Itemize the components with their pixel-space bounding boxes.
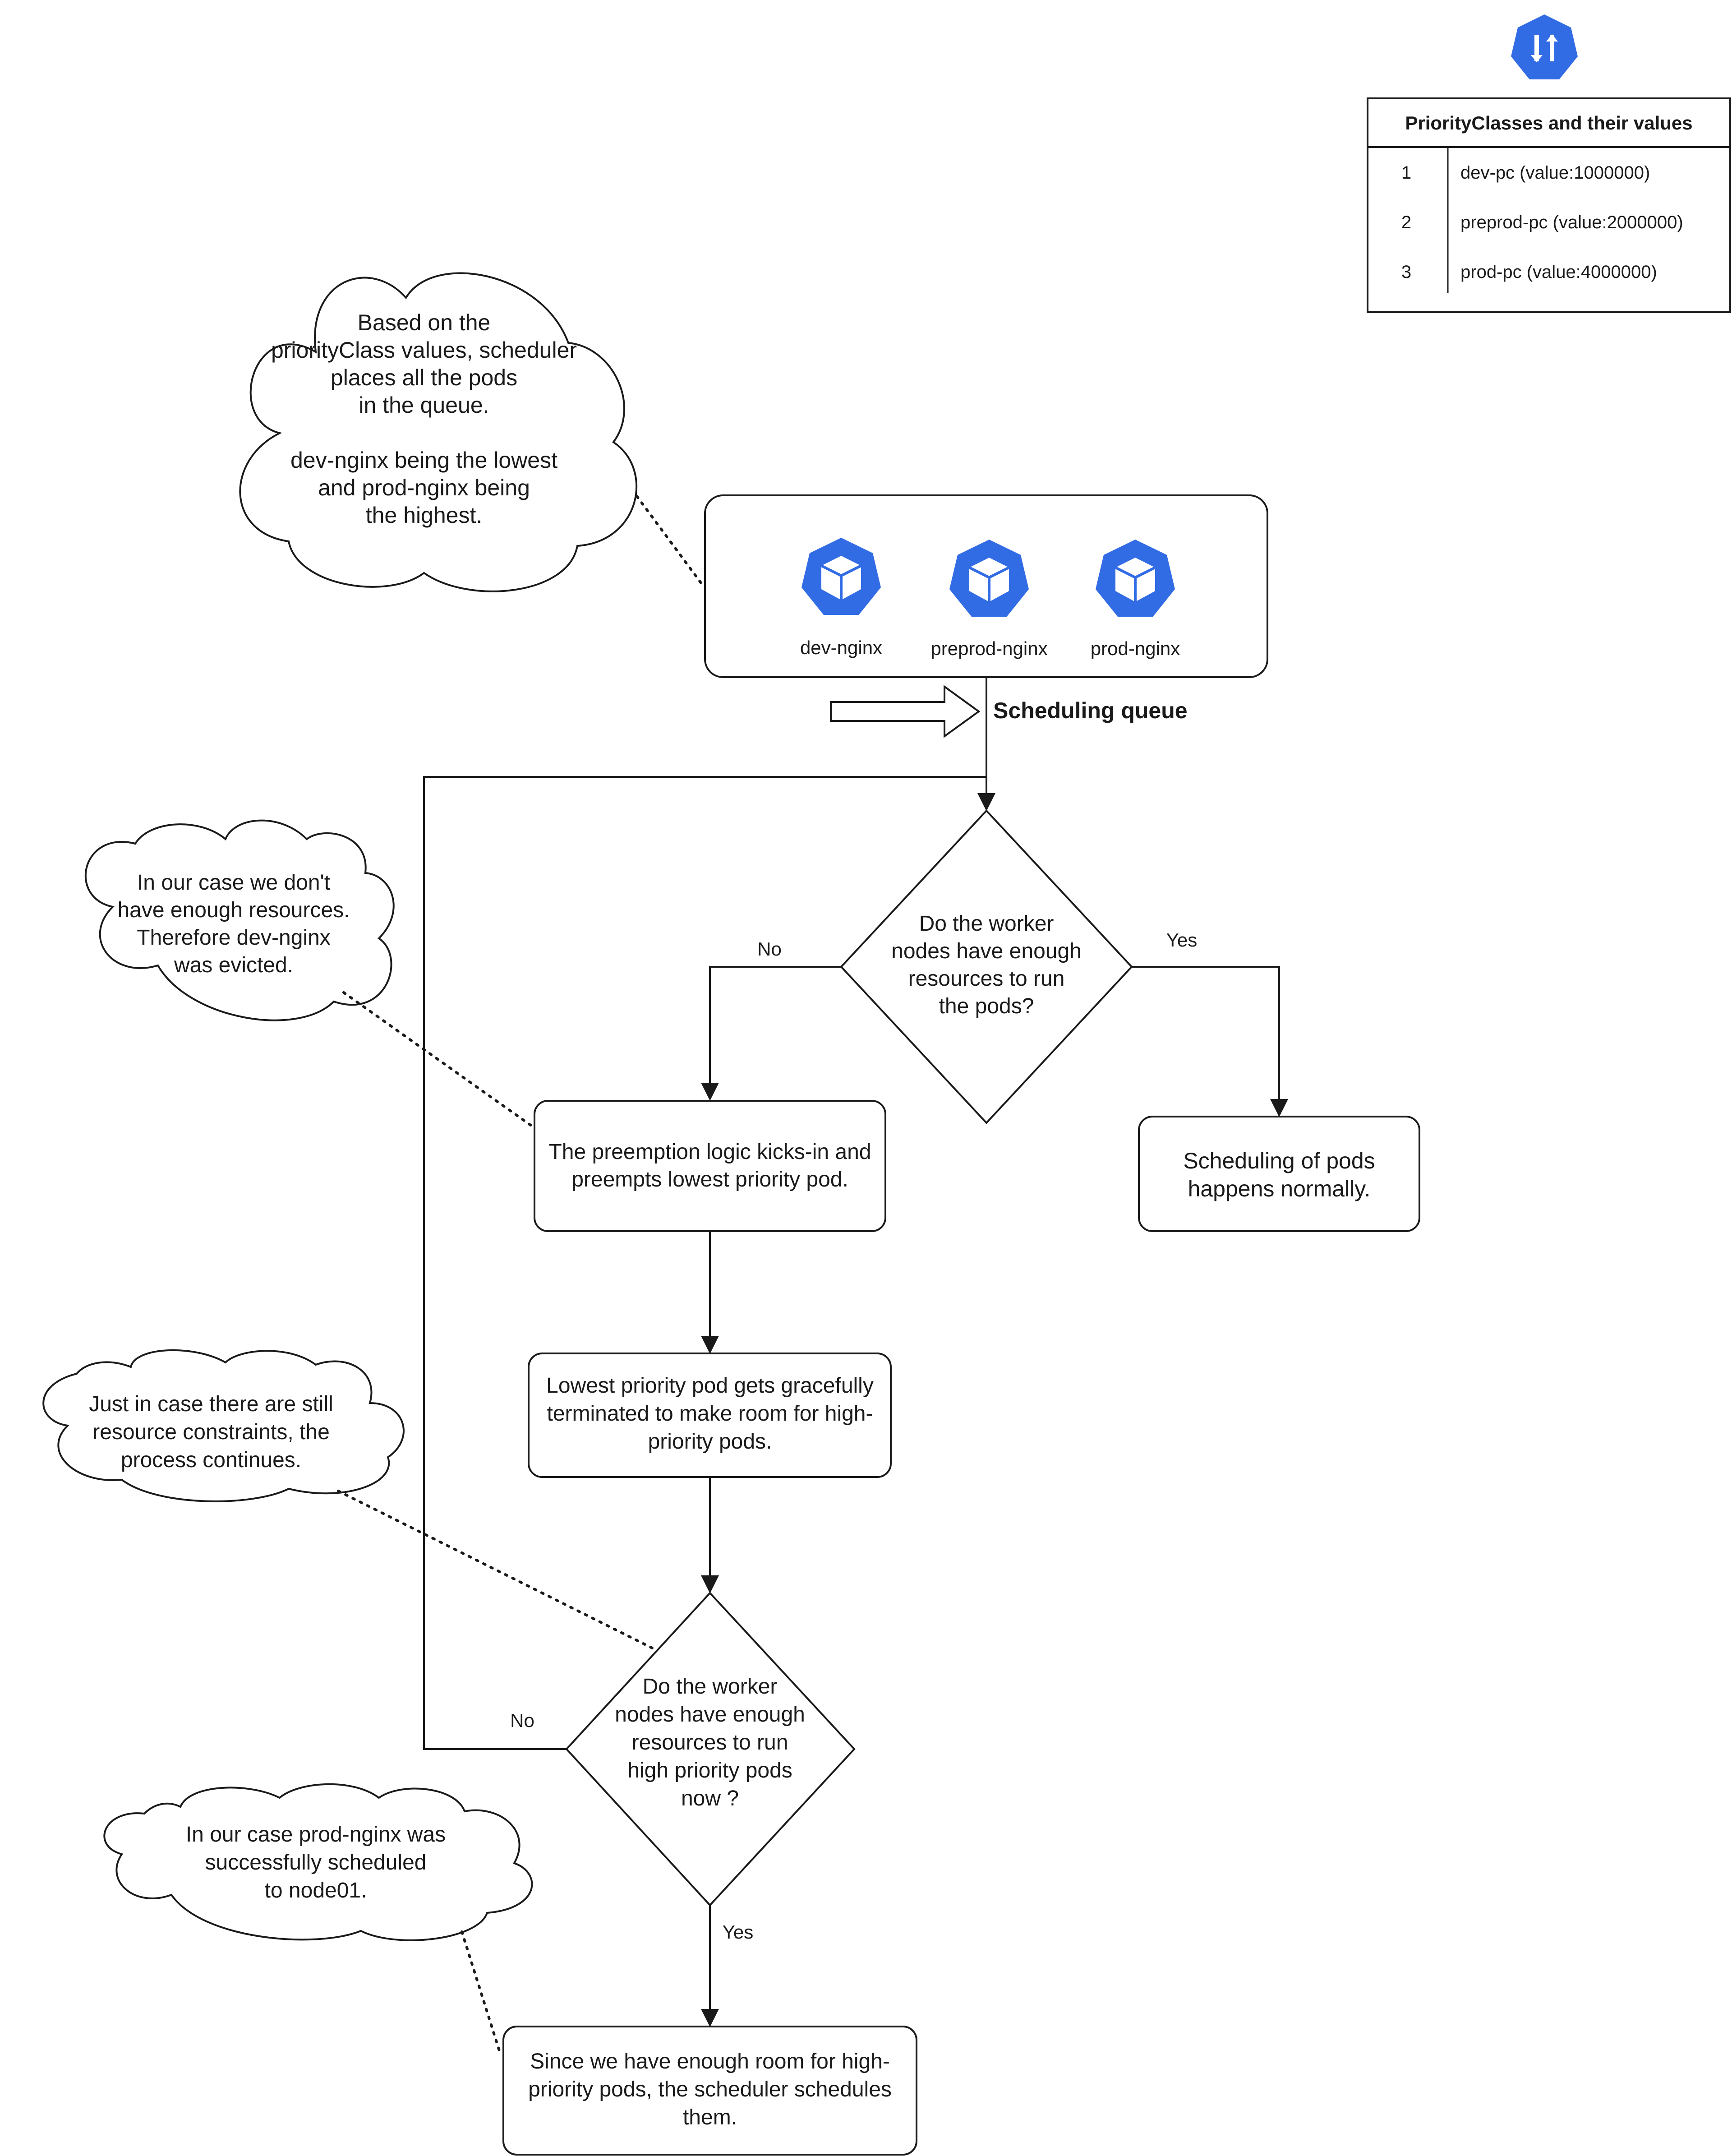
text-line: Do the worker <box>643 1675 778 1699</box>
process-graceful-termination: Lowest priority pod gets gracefully termi… <box>528 1353 892 1478</box>
text-line: nodes have enough <box>615 1703 805 1727</box>
text-line: Lowest priority pod gets gracefully <box>546 1374 874 1398</box>
text-line: was evicted. <box>174 953 293 977</box>
text-line: in the queue. <box>359 392 489 418</box>
pod-label: prod-nginx <box>1091 638 1180 659</box>
text-line <box>421 420 427 445</box>
priorityclasses-legend-table: PriorityClasses and their values 1 dev-p… <box>1367 97 1731 313</box>
cloud-continue-note: Just in case there are still resource con… <box>42 1349 405 1502</box>
text-line: In our case prod-nginx was <box>186 1823 446 1847</box>
text-line: nodes have enough <box>891 939 1082 963</box>
dotted-connector <box>337 1490 655 1650</box>
edge-label-yes: Yes <box>723 1921 754 1943</box>
process-text: Lowest priority pod gets gracefully termi… <box>546 1374 874 1454</box>
process-text: Since we have enough room for high-prior… <box>528 2050 892 2129</box>
dotted-connector <box>342 991 534 1128</box>
text-line: In our case we don't <box>137 871 330 895</box>
text-line: high priority pods <box>627 1759 792 1782</box>
process-final-schedule: Since we have enough room for high-prior… <box>502 2026 917 2156</box>
text-line: Since we have enough room for high- <box>530 2050 890 2073</box>
text-line: happens normally. <box>1188 1176 1371 1201</box>
text-line: Therefore dev-nginx <box>137 926 331 950</box>
kubernetes-pod-icon <box>802 538 881 615</box>
text-line: process continues. <box>121 1448 301 1472</box>
legend-row-index: 3 <box>1401 262 1411 282</box>
legend-row-index: 1 <box>1401 163 1411 183</box>
scheduling-queue-label: Scheduling queue <box>993 698 1188 723</box>
text-line: them. <box>683 2105 737 2129</box>
edge-label-no: No <box>757 938 782 960</box>
text-line: Do the worker <box>919 912 1054 936</box>
cloud-scheduled-note-text: In our case prod-nginx was successfully s… <box>186 1823 446 1902</box>
pod-label: dev-nginx <box>800 637 882 658</box>
decision-resources-available: Do the worker nodes have enough resources … <box>840 809 1133 1124</box>
cloud-evict-note-text: In our case we don't have enough resource… <box>117 871 350 977</box>
pod-preprod-nginx: preprod-nginx <box>930 540 1048 659</box>
legend-title: PriorityClasses and their values <box>1405 112 1692 134</box>
kubernetes-scheduler-icon <box>1511 14 1578 79</box>
decision-resources-after-preemption: Do the worker nodes have enough resources … <box>565 1592 856 1907</box>
process-text: The preemption logic kicks-in and preempt… <box>548 1140 871 1191</box>
text-line: Based on the <box>358 310 491 335</box>
text-line: Just in case there are still <box>89 1392 333 1416</box>
cloud-continue-note-text: Just in case there are still resource con… <box>89 1392 333 1472</box>
process-preemption: The preemption logic kicks-in and preempt… <box>534 1100 886 1232</box>
pod-label: preprod-nginx <box>930 638 1047 659</box>
text-line: places all the pods <box>331 365 517 390</box>
text-line: The preemption logic kicks-in and <box>548 1140 871 1164</box>
text-line: resource constraints, the <box>92 1420 330 1444</box>
legend-row-index: 2 <box>1401 212 1411 232</box>
text-line: successfully scheduled <box>205 1851 427 1874</box>
cloud-scheduled-note: In our case prod-nginx was successfully s… <box>103 1783 533 1941</box>
text-line: the pods? <box>939 994 1034 1018</box>
dotted-connector <box>636 495 705 588</box>
decision-text: Do the worker nodes have enough resources … <box>615 1675 805 1810</box>
connector-loop-back <box>423 776 986 1750</box>
edge-label-no: No <box>510 1710 534 1731</box>
text-line: priority pods, the scheduler schedules <box>528 2078 892 2101</box>
connector-first-no <box>701 966 841 1101</box>
text-line: preempts lowest priority pod. <box>571 1168 848 1191</box>
pod-dev-nginx: dev-nginx <box>800 538 882 658</box>
pod-prod-nginx: prod-nginx <box>1091 540 1180 659</box>
text-line: dev-nginx being the lowest <box>290 448 557 473</box>
legend-row-label: prod-pc (value:4000000) <box>1460 262 1657 282</box>
text-line: terminated to make room for high- <box>547 1402 873 1426</box>
text-line: resources to run <box>908 967 1065 991</box>
text-line: to node01. <box>265 1879 367 1902</box>
text-line: have enough resources. <box>117 898 350 922</box>
hollow-right-arrow <box>830 685 981 738</box>
text-line: now ? <box>681 1787 739 1810</box>
edge-label-yes: Yes <box>1166 929 1198 951</box>
kubernetes-pod-icon <box>1096 540 1175 617</box>
connector-first-yes <box>1132 966 1288 1117</box>
text-line: and prod-nginx being <box>318 475 530 500</box>
decision-text: Do the worker nodes have enough resources … <box>891 912 1082 1018</box>
text-line: priorityClass values, scheduler <box>271 337 577 363</box>
text-line: resources to run <box>632 1731 788 1754</box>
text-line: the highest. <box>366 503 483 528</box>
kubernetes-pod-icon <box>949 540 1029 617</box>
text-line: Scheduling of pods <box>1183 1148 1375 1173</box>
legend-row-label: preprod-pc (value:2000000) <box>1460 212 1683 232</box>
process-normal-scheduling: Scheduling of pods happens normally. <box>1138 1116 1420 1232</box>
cloud-evict-note: In our case we don't have enough resource… <box>84 819 395 1021</box>
text-line: priority pods. <box>648 1430 772 1454</box>
process-text: Scheduling of pods happens normally. <box>1183 1148 1375 1201</box>
legend-row-label: dev-pc (value:1000000) <box>1460 163 1650 183</box>
dotted-connector <box>461 1930 502 2056</box>
